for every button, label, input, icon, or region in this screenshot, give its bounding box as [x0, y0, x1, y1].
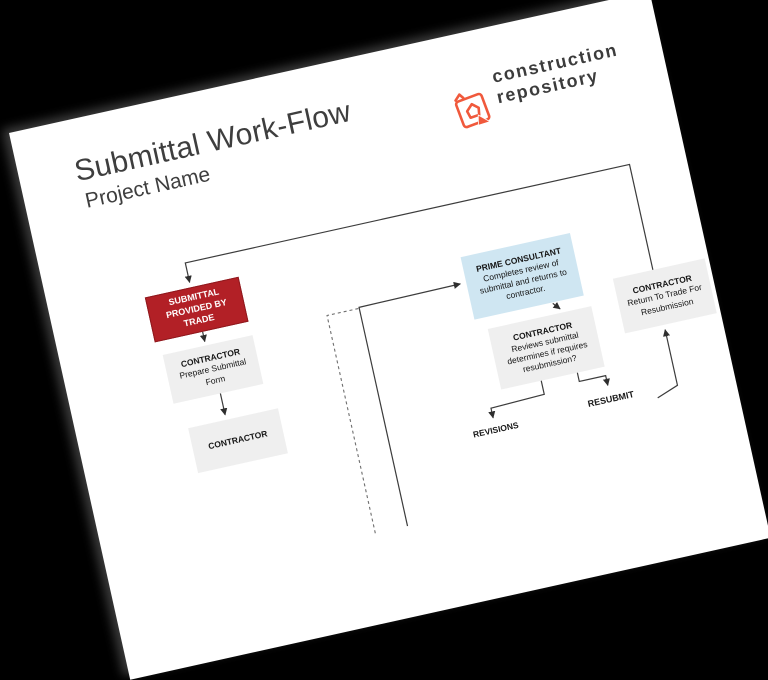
connector-dashed-riser: [326, 308, 376, 534]
node-contractor-prepare: CONTRACTOR Prepare Submittal Form: [162, 335, 264, 404]
node-header: SUBMITTAL PROVIDED BY TRADE: [165, 286, 228, 329]
logo-text: construction repository: [490, 40, 624, 109]
node-prime-consultant-review: PRIME CONSULTANT Completes review of sub…: [460, 232, 584, 320]
node-header: CONTRACTOR: [207, 428, 269, 452]
flow-connectors: [184, 163, 679, 534]
node-contractor-cutoff: CONTRACTOR: [188, 408, 288, 474]
construction-repository-logo: construction repository: [448, 40, 628, 136]
page-title: Submittal Work-Flow: [71, 95, 354, 189]
connector-to-prime: [358, 281, 461, 527]
connector-prepare-next: [219, 393, 228, 416]
connector-resubmit-return: [657, 329, 679, 399]
screenshot-root: { "background_color": "#000000", "docume…: [9, 0, 768, 680]
node-contractor-reviews: CONTRACTOR Reviews submittal determines …: [487, 306, 605, 390]
node-submittal-provided-by-trade: SUBMITTAL PROVIDED BY TRADE: [144, 276, 249, 343]
connector-submittal-prepare: [199, 331, 207, 343]
connector-prime-reviews: [552, 302, 561, 310]
label-resubmit: RESUBMIT: [586, 389, 635, 410]
tilted-document-page: Submittal Work-Flow Project Name constru…: [9, 0, 768, 680]
house-pencil-icon: [454, 92, 491, 129]
node-contractor-return: CONTRACTOR Return To Trade For Resubmiss…: [612, 258, 717, 334]
connector-reviews-revisions: [488, 380, 545, 419]
